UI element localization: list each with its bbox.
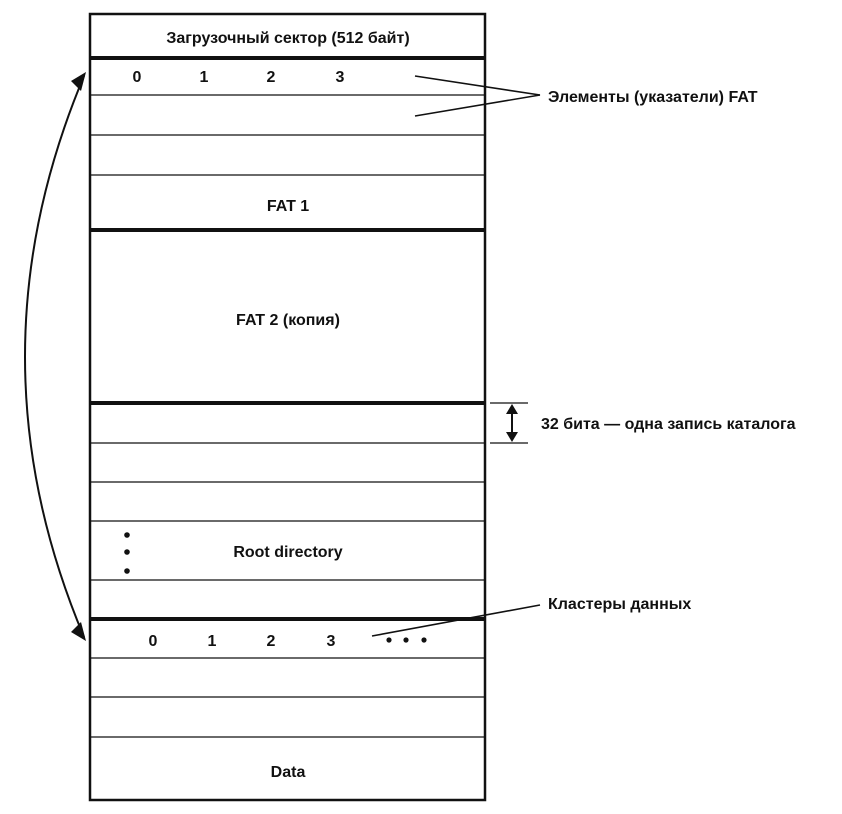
ellipsis-dot (403, 637, 409, 643)
fat1-index-3: 3 (336, 69, 345, 86)
data-clusters-pointer (371, 604, 541, 637)
data-index-2: 2 (267, 633, 276, 650)
directory-entry-annotation: 32 бита — одна запись каталога (541, 416, 796, 433)
disk-layout-outline (88, 12, 487, 802)
boot-sector-label: Загрузочный сектор (512 байт) (166, 30, 409, 47)
ellipsis-dot (124, 568, 130, 574)
fat-elements-annotation: Элементы (указатели) FAT (548, 89, 758, 106)
ellipsis-dot (421, 637, 427, 643)
data-clusters-annotation: Кластеры данных (548, 596, 691, 613)
ellipsis-dot (124, 549, 130, 555)
arrow-up-icon (506, 404, 518, 414)
fat-to-data-curved-arrow (24, 75, 85, 638)
data-index-3: 3 (327, 633, 336, 650)
fat2-label: FAT 2 (копия) (236, 312, 340, 329)
ellipsis-dot (124, 532, 130, 538)
root-directory-label: Root directory (233, 544, 342, 561)
fat1-index-2: 2 (267, 69, 276, 86)
fat1-label: FAT 1 (267, 198, 309, 215)
data-index-0: 0 (149, 633, 158, 650)
fat-elements-pointer (414, 94, 541, 117)
arrow-down-icon (506, 432, 518, 442)
data-label: Data (271, 764, 306, 781)
arrowhead-icon (71, 72, 86, 91)
fat1-index-1: 1 (200, 69, 209, 86)
arrowhead-icon (71, 622, 86, 641)
data-index-1: 1 (208, 633, 217, 650)
fat-elements-pointer (414, 75, 541, 96)
ellipsis-dot (386, 637, 392, 643)
fat1-index-0: 0 (133, 69, 142, 86)
